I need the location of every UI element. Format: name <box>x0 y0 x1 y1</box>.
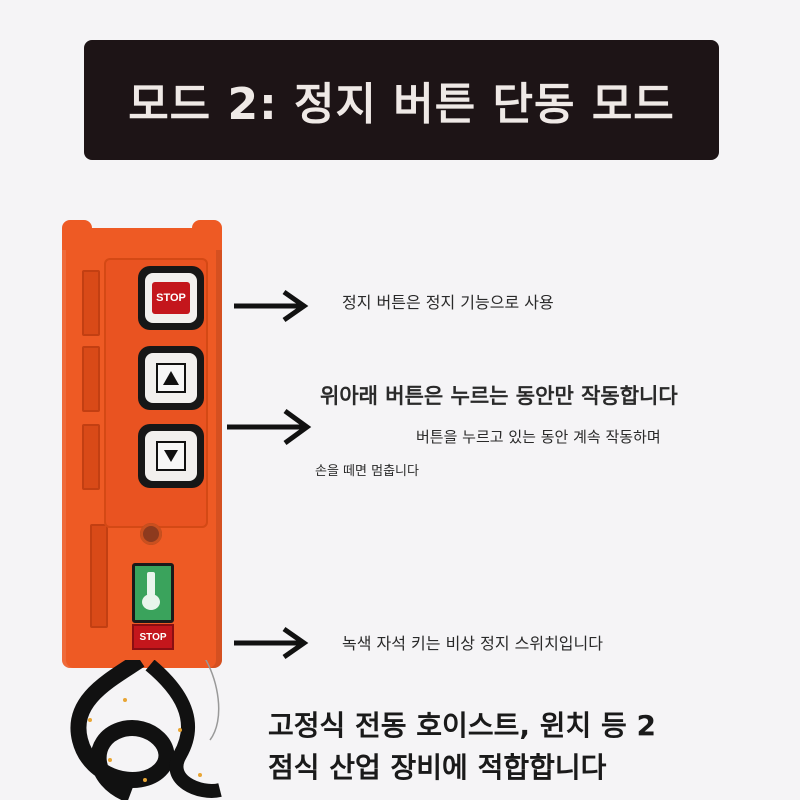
page-title: 모드 2: 정지 버튼 단동 모드 <box>128 79 675 130</box>
updown-note-release: 손을 떼면 멈춥니다 <box>315 464 419 479</box>
side-slot <box>82 424 100 490</box>
lanyard-cable <box>70 660 222 800</box>
stop-button[interactable]: STOP <box>138 266 204 330</box>
footer-line-1: 고정식 전동 호이스트, 윈치 등 2 <box>268 709 656 742</box>
updown-note-detail: 버튼을 누르고 있는 동안 계속 작동하며 <box>416 428 661 446</box>
side-slot <box>82 346 100 412</box>
emergency-stop-label: STOP <box>132 624 174 650</box>
side-slot <box>90 524 108 628</box>
triangle-up-icon <box>163 371 179 385</box>
stop-button-label: STOP <box>152 282 190 314</box>
up-button[interactable] <box>138 346 204 410</box>
footer-line-2: 점식 산업 장비에 적합합니다 <box>268 751 607 784</box>
stop-button-note: 정지 버튼은 정지 기능으로 사용 <box>342 293 554 312</box>
green-magnet-key[interactable] <box>132 563 174 623</box>
down-button[interactable] <box>138 424 204 488</box>
remote-ear-right <box>192 220 222 250</box>
arrow-right-icon <box>234 289 309 323</box>
title-banner: 모드 2: 정지 버튼 단동 모드 <box>84 40 719 160</box>
remote-control: STOP STOP <box>62 220 222 668</box>
side-slot <box>82 270 100 336</box>
arrow-right-icon <box>227 408 312 446</box>
updown-note-main: 위아래 버튼은 누르는 동안만 작동합니다 <box>320 384 678 408</box>
indicator-led <box>140 523 162 545</box>
arrow-right-icon <box>234 626 309 660</box>
remote-ear-left <box>62 220 92 250</box>
magnet-key-note: 녹색 자석 키는 비상 정지 스위치입니다 <box>342 634 603 653</box>
triangle-down-icon <box>164 450 178 462</box>
